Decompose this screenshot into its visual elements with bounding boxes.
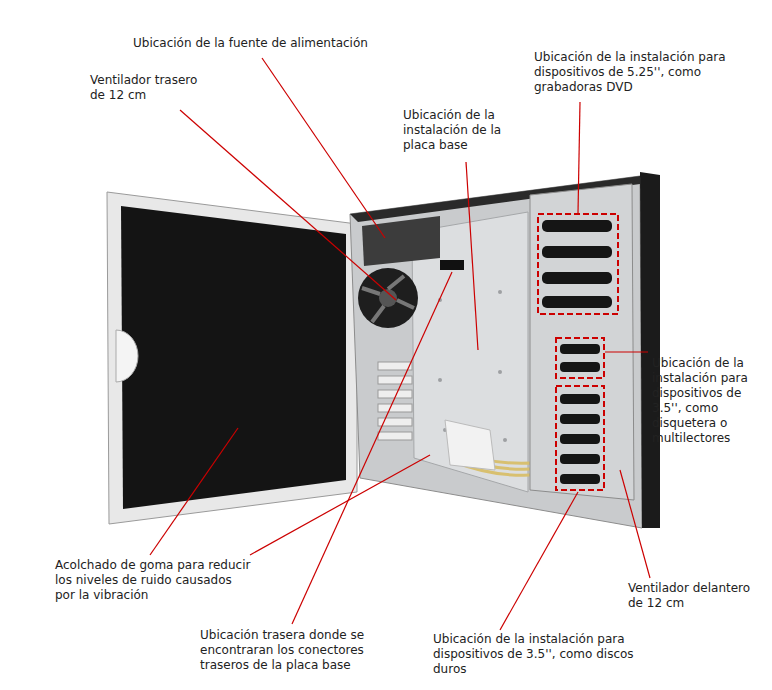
expansion-slots bbox=[378, 362, 412, 440]
callout-label: Ubicación de la instalación de la placa … bbox=[403, 108, 518, 153]
callout-label: Ubicación trasera donde se encontraran l… bbox=[200, 628, 395, 673]
callout-label: Ventilador delantero de 12 cm bbox=[628, 581, 763, 611]
side-door-frame bbox=[107, 192, 357, 524]
callout-label: Acolchado de goma para reducir los nivel… bbox=[55, 558, 255, 603]
callout-label: Ubicación de la fuente de alimentación bbox=[133, 36, 393, 51]
io-opening bbox=[440, 260, 464, 270]
door-foam bbox=[121, 206, 346, 509]
door-handle bbox=[116, 330, 138, 382]
accessory-bag bbox=[445, 420, 495, 470]
front-panel bbox=[640, 172, 660, 528]
rear-fan-blades bbox=[362, 276, 414, 322]
psu-opening bbox=[362, 216, 440, 266]
callout-label: Ubicación de la instalación para disposi… bbox=[433, 632, 638, 677]
drive-rails bbox=[542, 220, 612, 484]
tray-holes bbox=[438, 290, 507, 442]
callout-label: Ventilador trasero de 12 cm bbox=[90, 73, 215, 103]
rear-fan bbox=[358, 268, 418, 328]
callout-label: Ubicación de la instalación para disposi… bbox=[652, 356, 767, 446]
leader-lines bbox=[150, 58, 650, 630]
callout-label: Ubicación de la instalación para disposi… bbox=[534, 50, 739, 95]
drive-cage bbox=[530, 184, 634, 500]
